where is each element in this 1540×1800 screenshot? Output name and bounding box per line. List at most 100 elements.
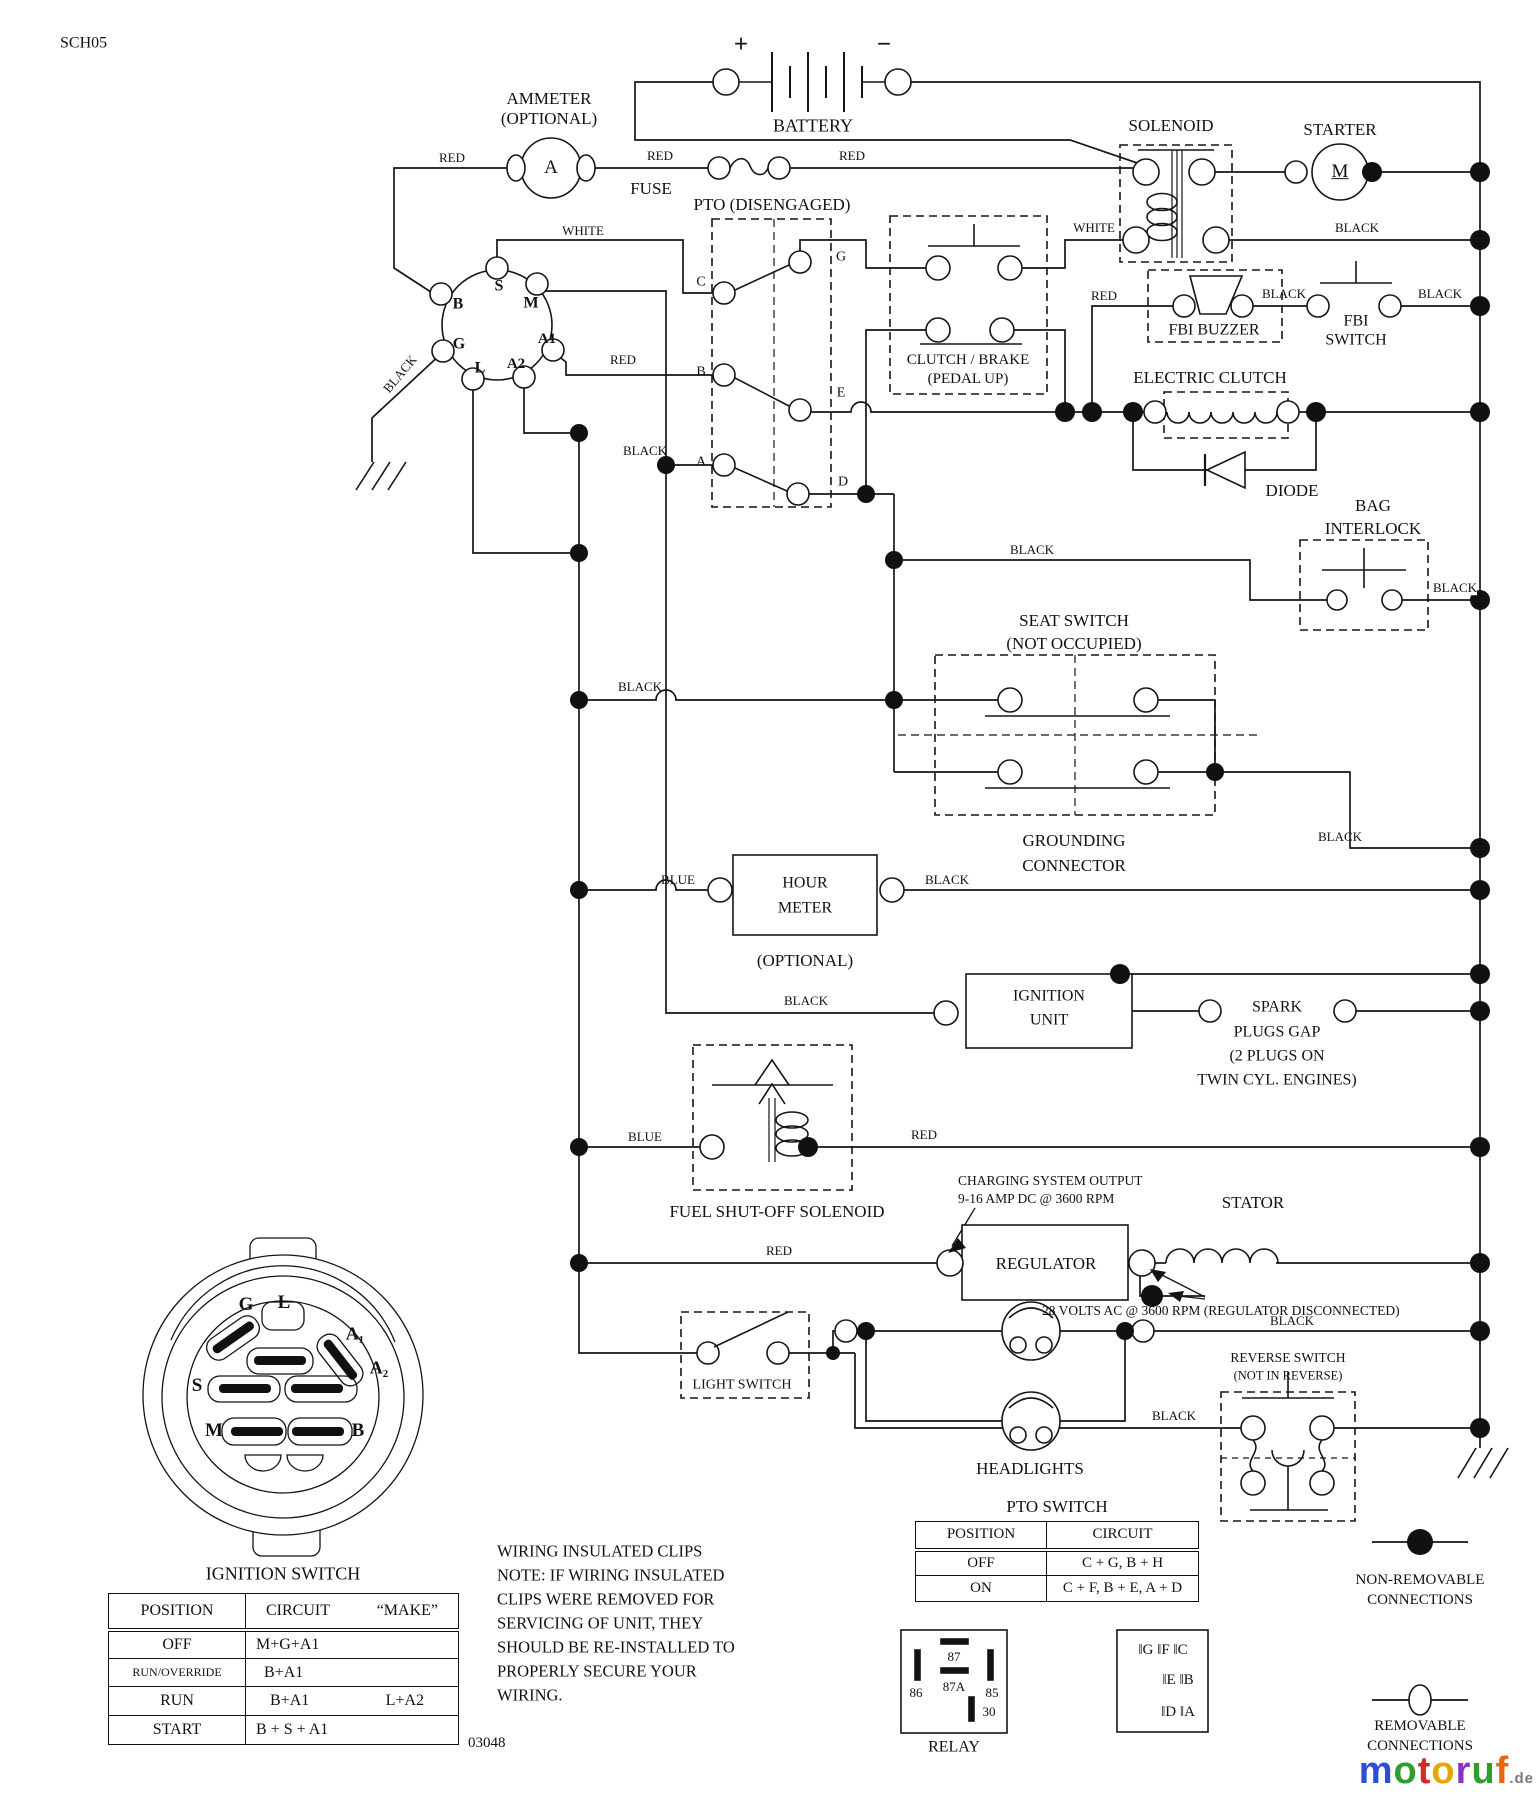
pto-terminal-e: E <box>836 385 846 401</box>
regulator-label: REGULATOR <box>995 1254 1097 1274</box>
connector-terminal-a1: A₁ <box>345 1323 365 1344</box>
note-line: CLIPS WERE REMOVED FOR <box>497 1589 715 1609</box>
pto-table-title: PTO SWITCH <box>1006 1497 1108 1517</box>
ground-bus-wire <box>911 81 1481 1448</box>
fuel-solenoid-symbol <box>692 1044 853 1191</box>
junction-dots <box>570 162 1490 1555</box>
note-line: NOTE: IF WIRING INSULATED <box>497 1565 725 1585</box>
stator-label: STATOR <box>1221 1193 1285 1213</box>
pto-row-on: ON <box>915 1575 1047 1602</box>
ign-row-off-circuit: M+G+A1 <box>245 1629 459 1659</box>
component-symbols <box>142 52 1509 1734</box>
note-line: WIRING. <box>497 1685 563 1705</box>
ign-row-runoverride: RUN/OVERRIDE <box>108 1658 246 1687</box>
pto-terminal-d: D <box>837 474 849 490</box>
grounding-connector-label: GROUNDING <box>1022 831 1126 851</box>
solenoid-label: SOLENOID <box>1128 116 1214 136</box>
key-switch-symbol <box>429 256 565 391</box>
relay-pin-86: 86 <box>909 1685 923 1701</box>
connector-legend-box <box>1116 1629 1209 1733</box>
charging-output-note: 9-16 AMP DC @ 3600 RPM <box>958 1190 1115 1206</box>
bag-interlock-label: BAG <box>1355 496 1391 516</box>
fbi-buzzer-label: FBI BUZZER <box>1168 321 1260 339</box>
fuel-solenoid-label: FUEL SHUT-OFF SOLENOID <box>669 1202 885 1222</box>
pto-terminal-g: G <box>835 249 847 265</box>
clutch-brake-label: (PEDAL UP) <box>927 371 1009 388</box>
relay-pin-30: 30 <box>982 1704 996 1720</box>
wire-label-black: BLACK <box>1334 220 1380 236</box>
pto-terminal-a: A <box>695 454 707 470</box>
wire-label-white: WHITE <box>1073 220 1115 236</box>
wire-label-black: BLACK <box>1417 286 1463 302</box>
ground-symbol-left <box>355 461 407 491</box>
volts-note: 28 VOLTS AC @ 3600 RPM (REGULATOR DISCON… <box>1042 1302 1400 1318</box>
wire-label-black: BLACK <box>1269 1313 1315 1329</box>
pto-row-off-circuit: C + G, B + H <box>1046 1549 1199 1576</box>
wire-label-black: BLACK <box>1432 580 1478 596</box>
light-switch-label: LIGHT SWITCH <box>692 1377 792 1393</box>
connector-legend-row: ‖D ‖A <box>1161 1704 1195 1721</box>
fbi-switch-symbol <box>1306 261 1402 318</box>
electric-clutch-symbol <box>1143 391 1300 439</box>
battery-minus-label: − <box>876 31 892 58</box>
connector-terminal-m: M <box>205 1420 223 1442</box>
key-terminal-g: G <box>452 335 466 353</box>
pto-row-on-circuit: C + F, B + E, A + D <box>1046 1575 1199 1602</box>
relay-pin-87: 87 <box>947 1649 961 1665</box>
spark-plugs-label: SPARK <box>1247 999 1307 1017</box>
wire-label-black: BLACK <box>1317 829 1363 845</box>
seat-switch-label: (NOT OCCUPIED) <box>1006 634 1142 654</box>
fbi-buzzer-symbol <box>1147 269 1283 343</box>
hour-meter-symbol <box>707 854 905 936</box>
removable-connection-symbol <box>1408 1684 1432 1716</box>
wire-label-black: BLACK <box>1151 1408 1197 1424</box>
ign-row-start: START <box>108 1715 246 1745</box>
ign-row-runoverride-circuit: B+A1 <box>245 1658 459 1687</box>
fbi-switch-label: SWITCH <box>1325 331 1387 349</box>
wire-label-black: BLACK <box>783 993 829 1009</box>
ignition-switch-title: IGNITION SWITCH <box>205 1563 361 1584</box>
table-row: START B + S + A1 <box>108 1715 459 1745</box>
connector-terminal-g: G <box>238 1294 254 1316</box>
ignition-connector-symbol <box>142 1237 424 1557</box>
wire-label-red: RED <box>911 1127 937 1143</box>
connector-terminal-s: S <box>191 1375 203 1397</box>
connector-legend-row: ‖G ‖F ‖C <box>1138 1642 1188 1659</box>
ground-symbol-right <box>1457 1447 1509 1479</box>
ignition-unit-label: IGNITION <box>1013 987 1085 1005</box>
fuse-symbol <box>707 156 791 180</box>
pto-terminal-c: C <box>696 274 706 290</box>
charging-output-note: CHARGING SYSTEM OUTPUT <box>958 1172 1143 1188</box>
ignition-switch-table: POSITION CIRCUIT “MAKE” OFF M+G+A1 RUN/O… <box>108 1593 459 1745</box>
ign-row-run-extra: L+A2 <box>385 1692 424 1709</box>
grounding-connector-label: CONNECTOR <box>1022 856 1126 876</box>
pto-col-circuit: CIRCUIT <box>1046 1521 1199 1552</box>
hour-meter-optional-label: (OPTIONAL) <box>756 951 854 971</box>
table-row: ON C + F, B + E, A + D <box>915 1575 1199 1602</box>
ammeter-label: AMMETER <box>506 89 592 109</box>
ammeter-symbol-letter: A <box>544 157 558 179</box>
wires <box>371 81 1481 1701</box>
pto-row-off: OFF <box>915 1549 1047 1576</box>
wire-label-black: BLACK <box>1009 542 1055 558</box>
note-line: WIRING INSULATED CLIPS <box>497 1541 703 1561</box>
spark-plugs-label: TWIN CYL. ENGINES) <box>1197 1071 1357 1089</box>
battery-label: BATTERY <box>772 115 854 136</box>
removable-label: REMOVABLE <box>1374 1718 1466 1735</box>
table-row: OFF M+G+A1 <box>108 1629 459 1659</box>
electric-clutch-label: ELECTRIC CLUTCH <box>1133 368 1287 388</box>
note-line: PROPERLY SECURE YOUR <box>497 1661 697 1681</box>
non-removable-label: NON-REMOVABLE <box>1355 1572 1485 1589</box>
headlights-symbol <box>834 1301 1155 1451</box>
headlights-label: HEADLIGHTS <box>976 1459 1084 1479</box>
solenoid-symbol <box>1119 144 1233 263</box>
schematic-code: SCH05 <box>60 34 108 52</box>
ign-col-make: “MAKE” <box>376 1601 438 1619</box>
bag-interlock-label: INTERLOCK <box>1324 519 1422 539</box>
key-terminal-b: B <box>452 295 464 313</box>
ammeter-optional-label: (OPTIONAL) <box>500 109 598 129</box>
relay-pin-87a: 87A <box>942 1679 966 1695</box>
key-terminal-a1: A1 <box>537 331 557 348</box>
hour-meter-label: HOUR <box>782 874 828 892</box>
key-terminal-s: S <box>494 277 504 295</box>
